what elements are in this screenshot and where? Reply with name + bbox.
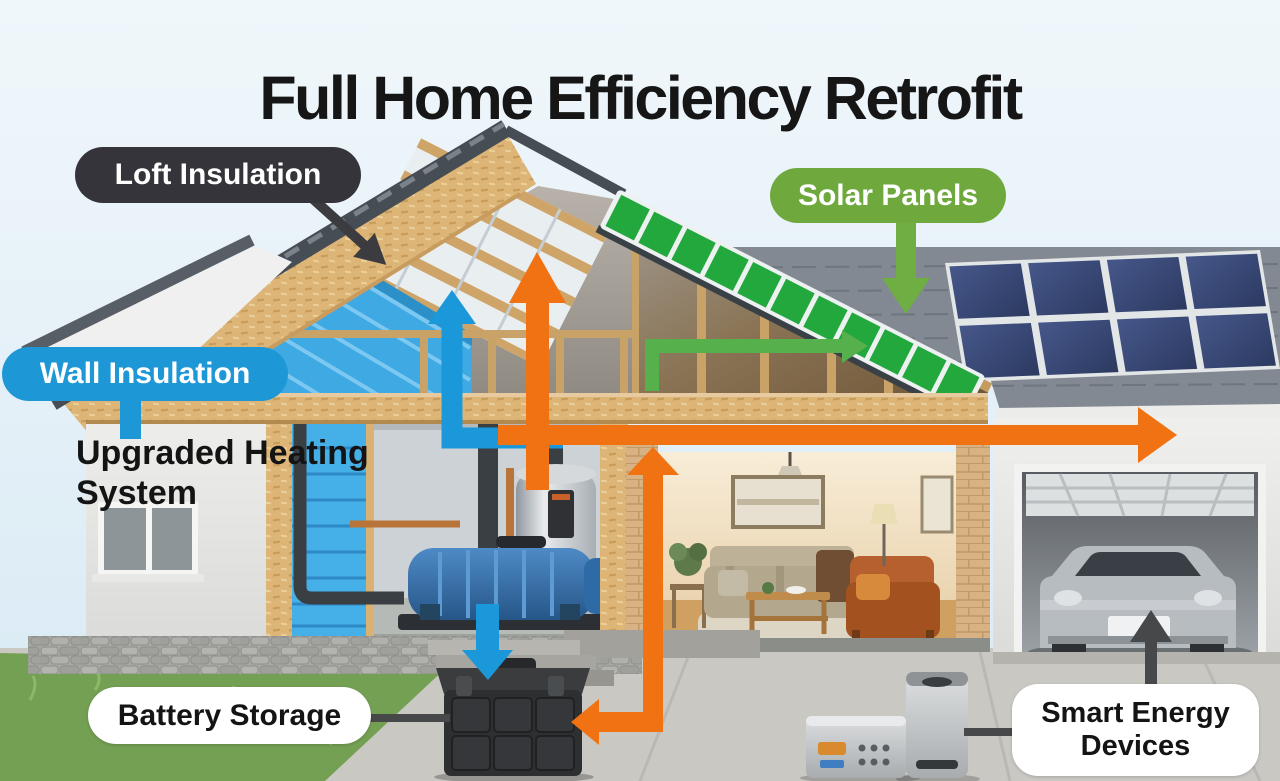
callout-upgraded-heating-system: Upgraded Heating System <box>76 434 369 513</box>
battery-storage-box <box>434 658 594 781</box>
wall-insulation-label: Wall Insulation <box>39 357 251 390</box>
orange-heat-flow-arrows <box>498 252 1177 745</box>
living-room <box>600 420 990 652</box>
coffee-table <box>746 582 830 634</box>
callout-loft-insulation: Loft Insulation <box>75 147 361 203</box>
usb-port-orange <box>818 742 846 755</box>
callout-wall-insulation: Wall Insulation <box>2 347 288 439</box>
battery-storage-label: Battery Storage <box>117 698 342 732</box>
open-garage-door-panel <box>1026 473 1254 517</box>
flow-arrows <box>428 252 1177 745</box>
smart-energy-devices-group <box>800 672 980 781</box>
left-exterior-wall <box>86 398 270 640</box>
loft-label-arrow <box>308 194 387 265</box>
solar-panels-label: Solar Panels <box>797 178 979 212</box>
collar-beam-and-posts <box>180 330 632 396</box>
usb-port-blue <box>820 760 844 768</box>
ridge-cap <box>503 125 627 199</box>
callout-smart-energy-devices: Smart Energy Devices <box>1012 684 1259 776</box>
orange-cushion <box>856 574 890 600</box>
armchair <box>846 556 940 642</box>
window <box>92 502 204 582</box>
garage <box>993 418 1280 664</box>
brick-column-right <box>956 438 990 646</box>
pump-handle <box>496 536 546 548</box>
callout-battery-storage: Battery Storage <box>88 687 371 744</box>
plant-side-table <box>669 543 708 628</box>
smart-label-connector-left <box>964 728 1016 736</box>
loft-insulation-label: Loft Insulation <box>114 158 322 191</box>
green-solar-flow-arrow <box>645 330 868 391</box>
smart-hub-mini-pc <box>806 716 906 778</box>
smart-energy-devices-label: Smart Energy Devices <box>1041 696 1230 762</box>
callout-solar-panels: Solar Panels <box>770 168 1006 223</box>
page-title: Full Home Efficiency Retrofit <box>259 63 1023 132</box>
roof-solar-strip-green <box>595 190 985 421</box>
solar-panel-array <box>945 250 1280 382</box>
wall-picture-small <box>920 475 954 534</box>
label-pointers <box>308 194 1172 736</box>
smart-label-arrow-up <box>1130 610 1172 688</box>
battery-label-connector <box>366 714 450 722</box>
sofa <box>704 546 856 618</box>
solar-label-arrow <box>882 218 930 314</box>
heater-control-panel <box>548 490 574 538</box>
smart-tower-device <box>906 672 968 778</box>
cutaway-osb-strip <box>266 418 292 648</box>
floor-lamp <box>870 504 898 566</box>
cushion <box>718 570 748 596</box>
